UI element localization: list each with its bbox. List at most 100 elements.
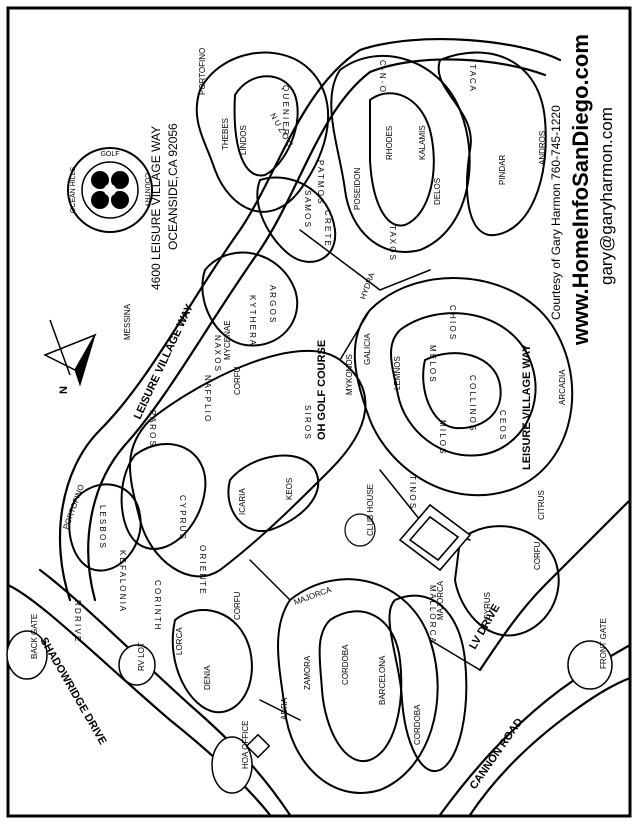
street-poseidon: POSEIDON	[353, 168, 362, 210]
corfu-loop	[256, 176, 337, 263]
street-r-drive: R D R I V E	[73, 600, 82, 641]
street-cyrus: CYRUS	[483, 592, 492, 620]
hydra-road	[299, 229, 431, 291]
street-messina: MESSINA	[123, 303, 132, 340]
shadowridge-drive-road-inner	[38, 568, 292, 817]
label-golf-course: OH GOLF COURSE	[316, 340, 328, 440]
street-argos: A R G O S	[268, 285, 277, 322]
logo-ring-top: OCEAN HILLS	[70, 167, 77, 214]
cannon-road-inner	[468, 676, 632, 817]
hydra-inner-loop	[369, 92, 435, 227]
lemnos-loop	[390, 312, 537, 457]
street-corinth: C O R I N T H	[153, 580, 162, 630]
compass: N	[43, 319, 97, 394]
street-cyprus: C Y P R U S	[178, 495, 187, 539]
street-shadowridge-drive: SHADOWRIDGE DRIVE	[37, 636, 108, 747]
street-mycenae: MYCENAE	[223, 320, 232, 360]
golf-course-boundary	[129, 349, 367, 578]
street-denia: DENIA	[203, 665, 212, 690]
street-taxos: T A X O S	[388, 225, 397, 260]
logo-ring-right: GOLF	[100, 151, 119, 158]
leisure-village-way-inner	[87, 58, 547, 602]
street-milos: M I L O S	[438, 420, 447, 454]
street-lindos: LINDOS	[239, 125, 248, 155]
leisure-village-way-outer	[58, 38, 562, 602]
majorca-connector	[259, 699, 301, 721]
street-majorca-top: MAJORCA	[293, 585, 333, 607]
street-patmos: P A T M O S	[316, 160, 325, 204]
street-arcadia: ARCADIA	[558, 369, 567, 405]
back-gate-label: BACK GATE	[30, 614, 39, 659]
street-rhodes: RHODES	[385, 126, 394, 160]
galicia-loop	[353, 276, 574, 497]
credits-courtesy: Courtesy of Gary Harmon 760-745-1220	[549, 105, 563, 320]
street-corfu-mid: CORFU	[233, 591, 242, 620]
street-crete: C R E T E	[323, 210, 332, 246]
logo-ring-bottom: COUNTRY	[143, 173, 150, 208]
street-lesbos: L E S B O S	[98, 505, 107, 548]
front-gate-label: FRONT GATE	[599, 618, 608, 669]
street-delos: DELOS	[433, 178, 442, 205]
corinth-loop	[120, 443, 207, 550]
ocean-hills-logo: OCEAN HILLS GOLF COUNTRY	[67, 147, 153, 233]
lv-connector	[429, 639, 481, 671]
street-mallorca: M A L L O R C A	[428, 585, 437, 643]
street-leisure-village-way-right: LEISURE VILLAGE WAY	[521, 344, 533, 470]
street-kefalonia: K E F A L O N I A	[118, 550, 127, 612]
street-chios: C H I O S	[448, 305, 457, 339]
street-lemnos: LEMNOS	[393, 356, 402, 390]
street-andros: ANDROS	[538, 131, 547, 165]
golf-cart-path	[339, 309, 371, 361]
street-corfu-top: CORFU	[233, 366, 242, 395]
mycenae-loop	[201, 251, 299, 347]
street-zamora: ZAMORA	[303, 655, 312, 690]
club-house	[398, 503, 472, 572]
address-line-2: OCEANSIDE,CA 92056	[166, 123, 180, 250]
club-house-label: CLUB HOUSE	[366, 484, 375, 536]
street-c-n-o: C - N - O	[378, 60, 387, 92]
street-adra: ADRA	[280, 697, 289, 720]
lv-drive-road	[478, 498, 632, 672]
street-nafplio: N A F P L I O	[203, 375, 212, 421]
street-portofino-top: PORTOFINO	[198, 48, 207, 95]
street-keos: KEOS	[285, 478, 294, 500]
logo-emblem	[91, 171, 129, 209]
hoa-office: HOA OFFICE	[211, 721, 271, 794]
barcelona-loop	[318, 610, 403, 763]
street-pindar: PINDAR	[498, 155, 507, 185]
front-gate: FRONT GATE	[567, 618, 613, 690]
street-samos: S A M O S	[303, 190, 312, 227]
citrus-loop	[453, 525, 560, 637]
street-majorca-right: MAJORCA	[436, 580, 445, 620]
street-melos: M E L O S	[428, 345, 437, 382]
hydra-loop	[330, 54, 471, 253]
street-kalamis: KALAMIS	[418, 125, 427, 160]
northwest-inner-loop	[233, 75, 299, 177]
street-icaria: ICARIA	[238, 488, 247, 515]
majorca-loop	[277, 578, 439, 794]
street-collinos: C O L L I N O S	[468, 375, 477, 430]
compass-north-label: N	[58, 386, 70, 394]
corfu-road	[249, 559, 291, 601]
street-siros: S I R O S	[303, 405, 312, 439]
collinos-loop	[422, 352, 502, 430]
street-quenier: Q U E N I E R	[281, 85, 290, 135]
club-house-label-bubble: CLUB HOUSE	[344, 484, 376, 547]
credits-website: www.HomeInfoSanDiego.com	[568, 34, 593, 346]
street-galicia: GALICIA	[363, 333, 372, 365]
street-tinos: T I N O S	[408, 475, 417, 508]
icaria-keos-loop	[227, 454, 320, 533]
rv-lot: RV LOT	[118, 642, 156, 686]
hoa-office-label: HOA OFFICE	[241, 721, 250, 769]
address-line-1: 4600 LEISURE VILLAGE WAY	[149, 126, 163, 290]
street-ceos: C E O S	[498, 410, 507, 439]
street-mykonos: MYKONOS	[345, 354, 354, 395]
street-itaca: I T A C A	[468, 60, 477, 92]
street-thebes: THEBES	[221, 118, 230, 150]
cordoba-loop	[388, 594, 468, 773]
street-oriente: O R I E N T E	[198, 545, 207, 594]
street-citrus: CITRUS	[537, 490, 546, 520]
pindar-loop	[437, 51, 547, 237]
street-naxos: N A X O S	[213, 335, 222, 371]
